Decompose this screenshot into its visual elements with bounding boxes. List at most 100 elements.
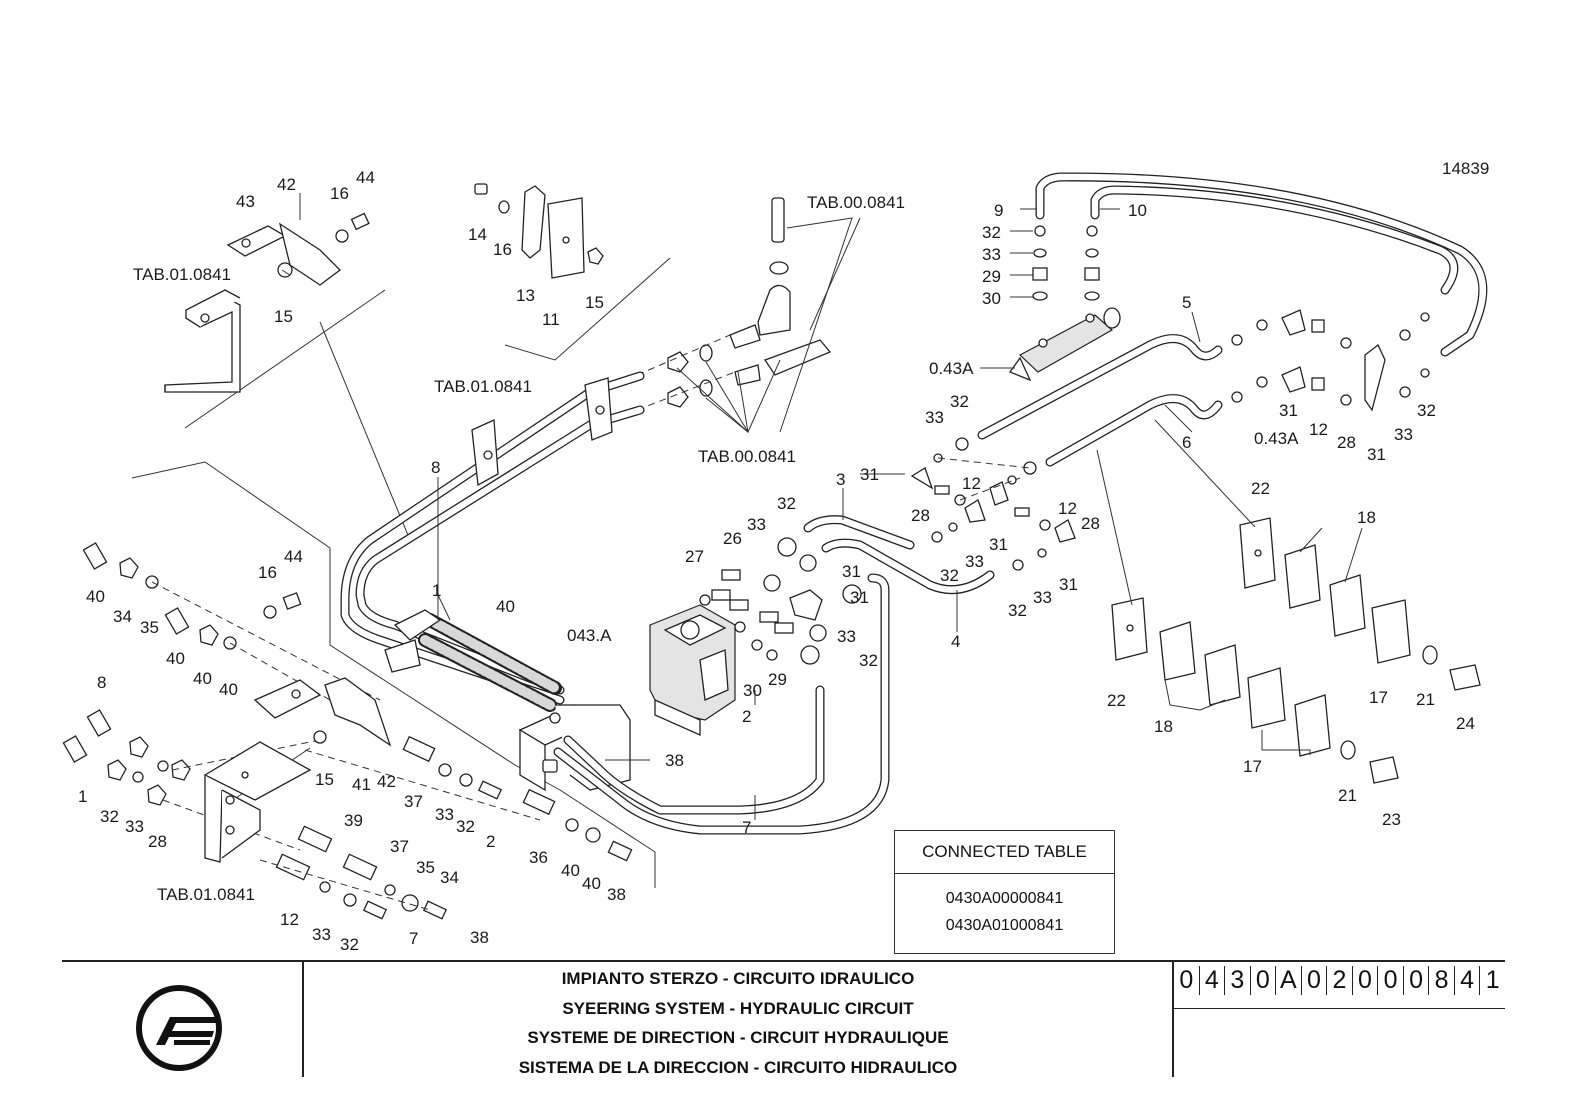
callout: 43	[236, 192, 255, 211]
callout: 22	[1251, 479, 1270, 498]
callout: 15	[315, 770, 334, 789]
ref-tab00-top: TAB.00.0841	[807, 193, 905, 212]
callout: 3	[836, 470, 845, 489]
callout: 1	[432, 581, 441, 600]
company-logo	[136, 985, 222, 1071]
fittings-mid-right	[910, 437, 1076, 571]
callout: 26	[723, 529, 742, 548]
ref-tab01-bottom: TAB.01.0841	[157, 885, 255, 904]
callout: 33	[1033, 588, 1052, 607]
valve-0.43A	[1008, 307, 1121, 382]
bracket-bottom	[203, 741, 312, 863]
callout: 37	[390, 837, 409, 856]
callout: 32	[1417, 401, 1436, 420]
callout: 1	[78, 787, 87, 806]
clamp-41-42	[253, 677, 392, 747]
callout: 31	[860, 465, 879, 484]
callout: 31	[850, 588, 869, 607]
callout: 32	[982, 223, 1001, 242]
callout: 31	[1059, 575, 1078, 594]
part-code-char: 0	[1378, 966, 1404, 995]
callout: 8	[97, 673, 106, 692]
callout: 33	[965, 552, 984, 571]
pipe-clamp-mid	[471, 377, 613, 487]
connected-table-code: 0430A00000841	[945, 890, 1064, 907]
valve-fittings-top	[667, 197, 832, 408]
callout: 12	[962, 474, 981, 493]
callout: 40	[496, 597, 515, 616]
bracket-left	[164, 289, 241, 393]
callout: 38	[607, 885, 626, 904]
part-code-char: 8	[1429, 966, 1455, 995]
callout: 32	[340, 935, 359, 954]
callout: 18	[1357, 508, 1376, 527]
ref-valve-a: 0.43A	[929, 359, 974, 378]
callout: 7	[409, 929, 418, 948]
fittings-cluster	[699, 537, 862, 665]
callout: 29	[768, 670, 787, 689]
callout: 29	[982, 267, 1001, 286]
title-block-titles: IMPIANTO STERZO - CIRCUITO IDRAULICO SYE…	[304, 964, 1172, 1082]
callout: 39	[344, 811, 363, 830]
callout: 2	[486, 832, 495, 851]
callout-labels: TAB.01.0841 TAB.00.0841 TAB.01.0841 TAB.…	[78, 168, 1475, 954]
callout: 28	[1081, 514, 1100, 533]
callout: 33	[982, 245, 1001, 264]
callout: 0.43A	[1254, 429, 1299, 448]
callout: 8	[431, 458, 440, 477]
callout: 32	[859, 651, 878, 670]
callout: 2	[742, 707, 751, 726]
part-code-char: 0	[1174, 966, 1200, 995]
bottom-connectors	[275, 735, 633, 920]
part-code: 0 4 3 0 A 0 2 0 0 0 8 4 1	[1174, 966, 1505, 995]
callout: 28	[148, 832, 167, 851]
callout: 31	[1367, 445, 1386, 464]
hose-assembly	[384, 609, 562, 712]
callout: 28	[1337, 433, 1356, 452]
callout: 16	[330, 184, 349, 203]
part-code-char: 2	[1327, 966, 1353, 995]
callout: 18	[1154, 717, 1173, 736]
clamp-top-left	[226, 212, 370, 286]
fittings-column	[1032, 225, 1100, 301]
callout: 13	[516, 286, 535, 305]
callout: 9	[994, 201, 1003, 220]
title-block-divider	[1172, 961, 1174, 1077]
callout: 10	[1128, 201, 1147, 220]
connected-table-code: 0430A01000841	[945, 917, 1064, 934]
connected-table-title: CONNECTED TABLE	[895, 831, 1114, 874]
callout: 12	[280, 910, 299, 929]
part-code-char: 4	[1200, 966, 1226, 995]
callout: 44	[356, 168, 375, 187]
callout: 40	[86, 587, 105, 606]
title-es: SISTEMA DE LA DIRECCION - CIRCUITO HIDRA…	[518, 1057, 958, 1077]
callout: 36	[529, 848, 548, 867]
title-block-rule	[62, 960, 1505, 962]
ref-tab00-mid: TAB.00.0841	[698, 447, 796, 466]
fittings-right	[1231, 309, 1430, 412]
callout: 14	[468, 225, 487, 244]
callout: 44	[284, 547, 303, 566]
callout: 42	[377, 772, 396, 791]
part-code-char: 3	[1225, 966, 1251, 995]
title-block-divider	[302, 961, 304, 1077]
callout: 31	[1279, 401, 1298, 420]
ref-tab01-left: TAB.01.0841	[133, 265, 231, 284]
part-code-char: 1	[1485, 966, 1500, 994]
part-code-char: 0	[1404, 966, 1430, 995]
callout: 33	[837, 627, 856, 646]
callout: 40	[166, 649, 185, 668]
callout: 15	[274, 307, 293, 326]
callout: 33	[747, 515, 766, 534]
part-code-char: 4	[1455, 966, 1481, 995]
callout: 35	[140, 618, 159, 637]
steering-unit	[649, 604, 736, 737]
callout: 7	[742, 818, 751, 837]
title-fr: SYSTEME DE DIRECTION - CIRCUIT HYDRAULIQ…	[527, 1028, 949, 1048]
callout: 40	[561, 861, 580, 880]
callout: 40	[582, 874, 601, 893]
callout: 32	[456, 817, 475, 836]
part-code-char: 0	[1353, 966, 1379, 995]
callout: 11	[542, 310, 560, 329]
